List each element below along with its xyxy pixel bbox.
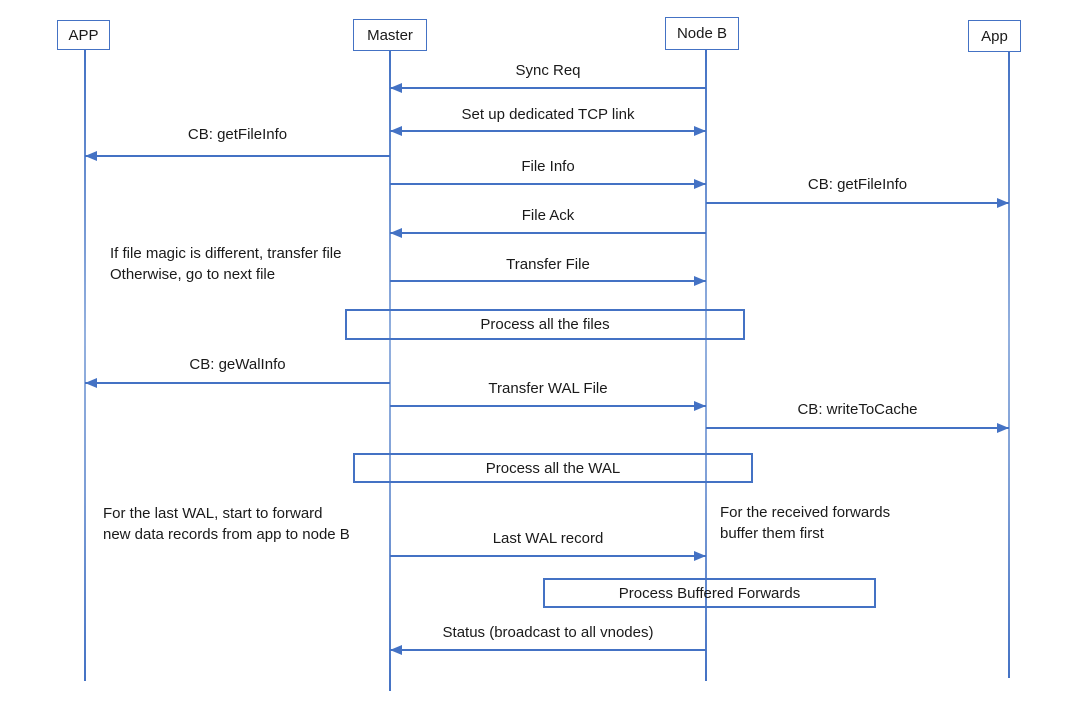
arrowhead-left-icon: [85, 378, 97, 388]
process-box: Process all the files: [345, 309, 745, 340]
message-label: File Ack: [521, 207, 575, 224]
note-line: If file magic is different, transfer fil…: [110, 245, 342, 262]
arrowhead-left-icon: [85, 151, 97, 161]
actor-box-master: Master: [353, 19, 427, 51]
lifeline-master: [389, 51, 391, 691]
message-arrow-line: [390, 280, 706, 282]
message-label: Sync Req: [515, 62, 581, 79]
process-box-label: Process all the files: [480, 316, 610, 333]
lifeline-node-b: [705, 50, 707, 681]
message-arrow-line: [390, 232, 706, 234]
message-arrow-line: [390, 183, 706, 185]
note-file-magic: If file magic is different, transfer fil…: [110, 243, 341, 285]
arrowhead-right-icon: [694, 551, 706, 561]
note-line: buffer them first: [720, 525, 824, 542]
message-arrow-line: [85, 155, 390, 157]
actor-label-master: Master: [367, 26, 413, 44]
arrowhead-left-icon: [390, 645, 402, 655]
arrowhead-left-icon: [390, 83, 402, 93]
process-box: Process Buffered Forwards: [543, 578, 876, 608]
actor-label-app-left: APP: [68, 26, 99, 44]
message-arrow-line: [390, 555, 706, 557]
message-arrow-line: [706, 202, 1009, 204]
message-label: CB: writeToCache: [797, 401, 918, 418]
lifeline-app-left: [84, 50, 86, 681]
process-box-label: Process all the WAL: [485, 459, 621, 477]
message-label: Status (broadcast to all vnodes): [442, 624, 654, 641]
actor-box-app-left: APP: [57, 20, 110, 50]
arrowhead-right-icon: [694, 401, 706, 411]
message-label: Set up dedicated TCP link: [461, 106, 635, 123]
note-line: Otherwise, go to next file: [110, 266, 276, 283]
note-received-forwards: For the received forwards buffer them fir…: [720, 502, 890, 544]
message-label: Transfer WAL File: [488, 380, 608, 397]
note-line: For the received forwards: [720, 504, 891, 521]
arrowhead-right-icon: [997, 423, 1009, 433]
message-arrow-line: [390, 87, 706, 89]
message-label: CB: geWalInfo: [189, 356, 286, 373]
process-box: Process all the WAL: [353, 453, 753, 483]
arrowhead-left-icon: [390, 228, 402, 238]
message-arrow-line: [85, 382, 390, 384]
message-arrow-line: [390, 649, 706, 651]
arrowhead-right-icon: [694, 179, 706, 189]
message-label: CB: getFileInfo: [187, 126, 288, 143]
message-label: Last WAL record: [492, 530, 604, 547]
message-label: CB: getFileInfo: [807, 176, 908, 193]
arrowhead-right-icon: [694, 126, 706, 136]
actor-label-app-right: App: [981, 27, 1008, 45]
note-last-wal: For the last WAL, start to forward new da…: [103, 503, 350, 545]
message-arrow-line: [390, 405, 706, 407]
arrowhead-right-icon: [694, 276, 706, 286]
process-box-label: Process Buffered Forwards: [618, 584, 801, 602]
arrowhead-right-icon: [997, 198, 1009, 208]
arrowhead-left-icon: [390, 126, 402, 136]
note-line: For the last WAL, start to forward: [103, 505, 323, 522]
message-label: Transfer File: [506, 256, 590, 273]
actor-label-node-b: Node B: [676, 25, 728, 42]
actor-box-app-right: App: [968, 20, 1021, 52]
note-line: new data records from app to node B: [103, 526, 350, 543]
message-arrow-line: [706, 427, 1009, 429]
message-arrow-line: [390, 130, 706, 132]
lifeline-app-right: [1008, 52, 1010, 678]
message-label: File Info: [521, 158, 575, 175]
actor-box-node-b: Node B: [665, 17, 739, 50]
